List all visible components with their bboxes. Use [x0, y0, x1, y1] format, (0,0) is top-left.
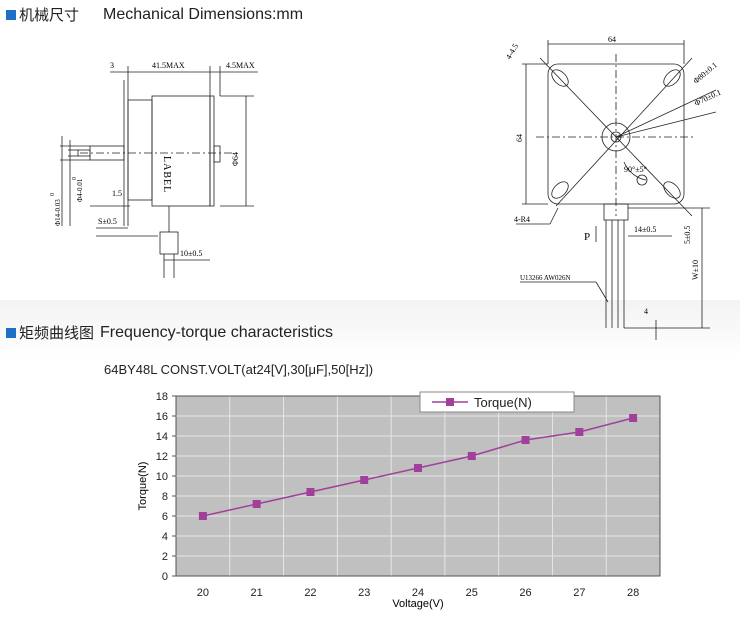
dim-10: 10±0.5	[180, 249, 202, 258]
y-tick-label: 10	[156, 471, 168, 483]
part-code: U13266 AW026N	[520, 274, 571, 282]
mechanical-dimensions-header: 机械尺寸 Mechanical Dimensions:mm	[6, 4, 303, 25]
x-tick-label: 21	[251, 587, 263, 599]
dim-phi4: Φ4-0.01	[76, 178, 84, 202]
dim-4-r4: 4-R4	[514, 215, 530, 224]
dim-41-5max: 41.5MAX	[152, 61, 185, 70]
y-axis-label: Torque(N)	[137, 462, 149, 511]
dim-w: W±10	[691, 260, 700, 280]
x-tick-label: 26	[519, 587, 531, 599]
dim-4-4-5: 4-4.5	[504, 42, 520, 61]
data-point	[306, 488, 315, 496]
x-tick-label: 25	[466, 587, 478, 599]
x-axis-label: Voltage(V)	[392, 598, 443, 610]
dim-phi14: Φ14-0.03	[54, 199, 62, 226]
chart-subtitle: 64BY48L CONST.VOLT(at24[V],30[μF],50[Hz]…	[104, 362, 374, 377]
y-tick-label: 4	[162, 531, 168, 543]
header-en-label: Frequency-torque characteristics	[100, 323, 333, 341]
data-point	[521, 436, 530, 444]
dim-phi4-tol: 0	[72, 177, 78, 180]
blue-square-icon	[6, 9, 16, 20]
data-point	[414, 464, 422, 472]
data-point	[360, 476, 369, 484]
dim-64-height: 64	[515, 134, 524, 142]
data-point	[629, 414, 638, 422]
plot-area	[176, 396, 660, 576]
y-tick-label: 2	[162, 551, 168, 563]
x-tick-label: 23	[358, 587, 370, 599]
x-tick-label: 20	[197, 587, 209, 599]
x-tick-label: 28	[627, 587, 639, 599]
dim-phi64: Φ64	[231, 152, 240, 166]
blue-square-icon	[6, 327, 16, 338]
x-tick-label: 24	[412, 587, 424, 599]
header-cn-label: 矩频曲线图	[19, 324, 95, 342]
x-tick-label: 22	[304, 587, 316, 599]
dim-p: P	[584, 231, 590, 243]
dim-phi14-tol: 0	[50, 193, 56, 196]
dim-angle: 90°±5°	[624, 165, 647, 174]
y-tick-label: 8	[162, 491, 168, 503]
legend-marker	[446, 398, 454, 406]
data-point	[198, 512, 207, 520]
dim-phi70: Φ70±0.1	[693, 88, 722, 108]
header-cn-label: 机械尺寸	[19, 6, 80, 24]
dim-4-5max: 4.5MAX	[226, 61, 255, 70]
y-tick-label: 6	[162, 511, 168, 523]
dim-4: 4	[644, 307, 648, 316]
dim-5: 5±0.5	[683, 226, 692, 244]
y-tick-label: 14	[156, 431, 168, 443]
dim-s: S±0.5	[98, 217, 117, 226]
data-point	[467, 452, 476, 460]
label-text: LABEL	[161, 156, 172, 193]
legend-box	[419, 391, 575, 413]
dim-14: 14±0.5	[634, 225, 656, 234]
data-point	[575, 428, 584, 436]
y-tick-label: 12	[156, 451, 168, 463]
y-tick-label: 18	[156, 391, 168, 403]
data-point	[252, 500, 261, 508]
side-view-drawing: 3 41.5MAX 4.5MAX 1.5 S±0.5 10±0.5 Φ64 Φ1…	[50, 61, 258, 278]
front-view-drawing: 64 64 4-4.5 Φ80±0.1 Φ70±0.1 90°±5° 4-R4 …	[504, 35, 722, 340]
y-tick-label: 16	[156, 411, 168, 423]
x-tick-label: 27	[573, 587, 585, 599]
header-en-label: Mechanical Dimensions:mm	[103, 5, 304, 23]
plot-border	[175, 395, 661, 577]
dim-1-5: 1.5	[112, 189, 122, 198]
dim-phi80: Φ80±0.1	[692, 60, 719, 85]
dim-64-width: 64	[608, 35, 616, 44]
legend-label: Torque(N)	[474, 395, 532, 410]
y-tick-label: 0	[162, 571, 168, 583]
dim-3: 3	[110, 61, 114, 70]
frequency-torque-header: 矩频曲线图 Frequency-torque characteristics	[6, 322, 333, 343]
